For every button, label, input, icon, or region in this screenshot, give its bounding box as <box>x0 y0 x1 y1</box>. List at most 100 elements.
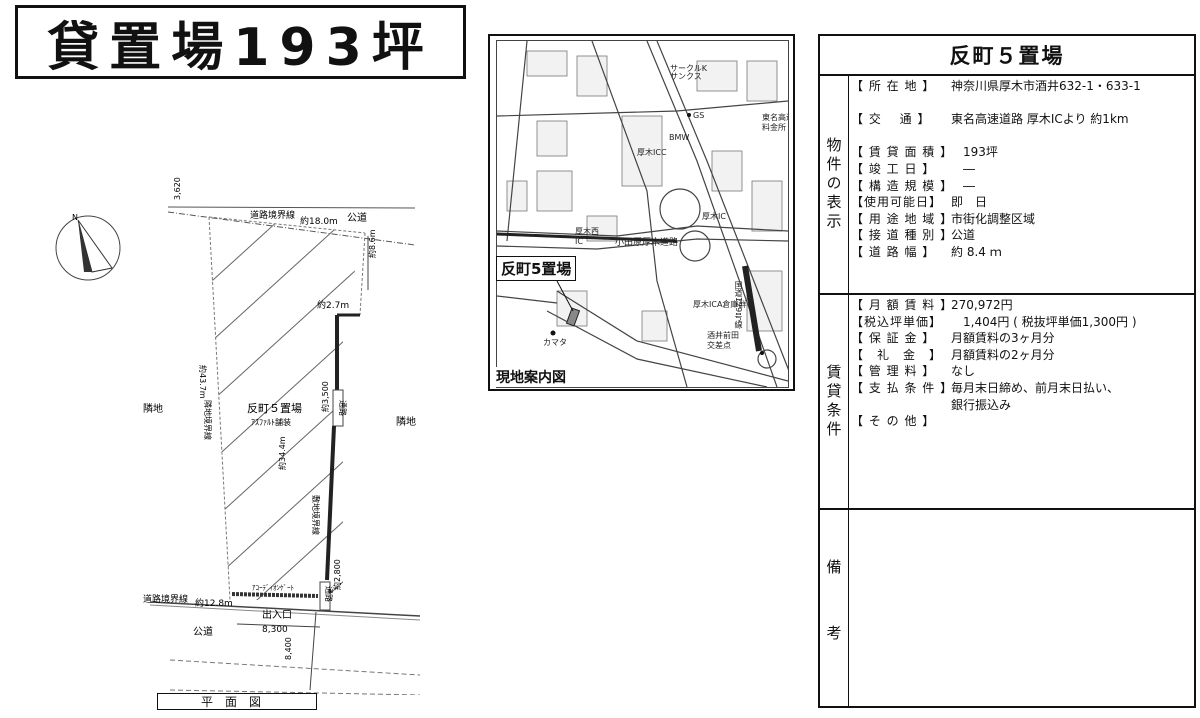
neighbor-right: 隣地 <box>396 415 416 428</box>
property-row: 【 竣 工 日 】 ― <box>851 161 1190 178</box>
adjacent-boundary-line <box>208 216 231 601</box>
property-row: 【 用 途 地 域 】市街化調整区域 <box>851 211 1190 228</box>
row-key: 【 竣 工 日 】 <box>851 161 936 176</box>
road-boundary-top-label: 道路境界線 <box>250 209 295 221</box>
row-value: 即 日 <box>951 195 988 210</box>
row-key: 【 所 在 地 】 <box>851 79 936 93</box>
terms-section: 賃貸条件 【 月 額 賃 料 】270,972円 【税込坪単価】 1,404円 … <box>820 295 1194 510</box>
site-callout: 反町5置場 <box>496 256 577 281</box>
info-panel: 反町５置場 物件の表示 【 所 在 地 】 神奈川県厚木市酒井632-1・633-… <box>818 34 1196 708</box>
boundary-8-6 <box>359 232 366 316</box>
property-row: 【 賃 貸 面 積 】 193坪 <box>851 144 1190 161</box>
entrance-dim: 8,300 <box>262 625 288 635</box>
road-boundary-bottom-len: 約12.8m <box>195 597 233 609</box>
property-rows: 【 所 在 地 】 神奈川県厚木市酒井632-1・633-1 【 交 通 】東名高… <box>851 78 1190 261</box>
passage-1-label: 通路 <box>338 400 348 416</box>
row-key: 【 支 払 条 件 】 <box>851 380 954 395</box>
row-key: 【 交 通 】 <box>851 112 931 127</box>
entrance-dim-line <box>236 623 321 628</box>
row-key: 【 礼 金 】 <box>851 347 943 362</box>
neighbor-left: 隣地 <box>143 402 163 415</box>
property-row: 【 交 通 】東名高速道路 厚木ICより 約1km <box>851 111 1190 128</box>
north-label: N <box>72 213 78 222</box>
row-value: 月額賃料の3ヶ月分 <box>951 331 1055 346</box>
road-boundary-top-len: 約18.0m <box>300 215 338 227</box>
row-key: 【 賃 貸 面 積 】 <box>851 145 954 160</box>
row-key <box>851 397 951 414</box>
public-road-bottom: 公道 <box>193 625 213 638</box>
site-plan: N 3,620 道路境界線 約18.0m 公道 約8.6m 約2.7m 隣地境界… <box>55 177 421 695</box>
row-key: 【使用可能日】 <box>851 195 943 210</box>
terms-row: 【 管 理 料 】なし <box>851 363 1190 380</box>
site-name-label: 反町５置場 <box>247 402 302 415</box>
road-edge-far <box>169 689 421 695</box>
passage-2-label: 通路 <box>324 586 334 602</box>
public-road-top: 公道 <box>347 211 367 224</box>
row-key: 【 道 路 幅 】 <box>851 244 936 259</box>
property-row <box>851 128 1190 145</box>
row-value: 月額賃料の2ヶ月分 <box>951 347 1055 362</box>
row-key <box>851 128 951 145</box>
row-value <box>951 95 1190 112</box>
row-key: 【 管 理 料 】 <box>851 364 936 379</box>
property-row: 【使用可能日】即 日 <box>851 194 1190 211</box>
property-row: 【 道 路 幅 】約 8.4 ｍ <box>851 244 1190 261</box>
passage-2-dim: 約2,800 <box>332 559 342 590</box>
property-row: 【 所 在 地 】 神奈川県厚木市酒井632-1・633-1 <box>851 78 1190 95</box>
road-boundary-bottom-label: 道路境界線 <box>143 593 188 605</box>
map-label-gs: GS <box>693 111 705 120</box>
row-key: 【 そ の 他 】 <box>851 414 936 429</box>
terms-row: 【 そ の 他 】 <box>851 413 1190 430</box>
property-row: 【 構 造 規 模 】 ― <box>851 178 1190 195</box>
map-label-bmw: BMW <box>669 133 690 142</box>
title-box: 貸置場193坪 <box>15 5 466 79</box>
row-value: ― <box>951 161 976 176</box>
pavement-label: ｱｽﾌｧﾙﾄ舗装 <box>251 417 291 427</box>
remarks-label-text: 備 考 <box>824 558 843 658</box>
map-label-route129: 国道129号線 <box>734 281 743 329</box>
dim-8400-line <box>309 611 317 691</box>
map-label-kamata: カマタ <box>543 338 567 347</box>
dim-3620: 3,620 <box>173 177 182 200</box>
map-label-atsugi-ic: 厚木IC <box>702 212 726 221</box>
terms-section-label: 賃貸条件 <box>820 295 849 508</box>
row-value: 約 8.4 ｍ <box>951 244 1002 259</box>
road-edge-bottom <box>149 601 421 617</box>
row-value: ― <box>951 178 976 193</box>
dim-2-7: 約2.7m <box>317 299 349 311</box>
gate-label: ｱｺｰﾃﾞｨｵﾝｹﾞｰﾄ <box>252 584 294 592</box>
remarks-section-label: 備 考 <box>820 510 849 706</box>
page-title: 貸置場193坪 <box>47 17 434 78</box>
row-value: 神奈川県厚木市酒井632-1・633-1 <box>951 79 1141 93</box>
map-caption: 現地案内図 <box>494 367 568 387</box>
row-key <box>851 95 951 112</box>
property-label-text: 物件の表示 <box>824 137 843 232</box>
terms-row: 【 礼 金 】月額賃料の2ヶ月分 <box>851 347 1190 364</box>
property-section-label: 物件の表示 <box>820 76 849 293</box>
terms-label-text: 賃貸条件 <box>824 363 843 440</box>
entrance-label: 出入口 <box>262 608 292 621</box>
terms-row: 【 月 額 賃 料 】270,972円 <box>851 297 1190 314</box>
site-boundary-label: 敷地境界線 <box>311 495 321 535</box>
info-header: 反町５置場 <box>820 36 1194 76</box>
property-section: 物件の表示 【 所 在 地 】 神奈川県厚木市酒井632-1・633-1 【 交 … <box>820 76 1194 295</box>
row-value <box>951 413 1190 430</box>
road-edge-top <box>167 206 416 209</box>
passage-1 <box>332 389 344 427</box>
row-key: 【 用 途 地 域 】 <box>851 211 954 226</box>
dim-8400: 8,400 <box>284 637 293 660</box>
row-value: 270,972円 <box>951 298 1013 312</box>
row-key: 【 月 額 賃 料 】 <box>851 298 954 312</box>
map-label-odawara-road: 小田原厚木道路 <box>615 238 679 248</box>
row-key: 【 保 証 金 】 <box>851 331 936 346</box>
plan-caption: 平面図 <box>157 693 317 710</box>
row-value <box>951 128 1190 145</box>
road-boundary-top-line <box>208 216 366 234</box>
north-arrow <box>55 215 121 281</box>
map-label-atsugi-nishi-ic: 厚木西 IC <box>575 227 599 246</box>
terms-row: 銀行振込み <box>851 397 1190 414</box>
remarks-section: 備 考 <box>820 510 1194 706</box>
row-value: 1,404円 ( 税抜坪単価1,300円 ) <box>951 314 1137 329</box>
row-value: 公道 <box>951 228 976 243</box>
site-boundary-line <box>325 425 336 581</box>
